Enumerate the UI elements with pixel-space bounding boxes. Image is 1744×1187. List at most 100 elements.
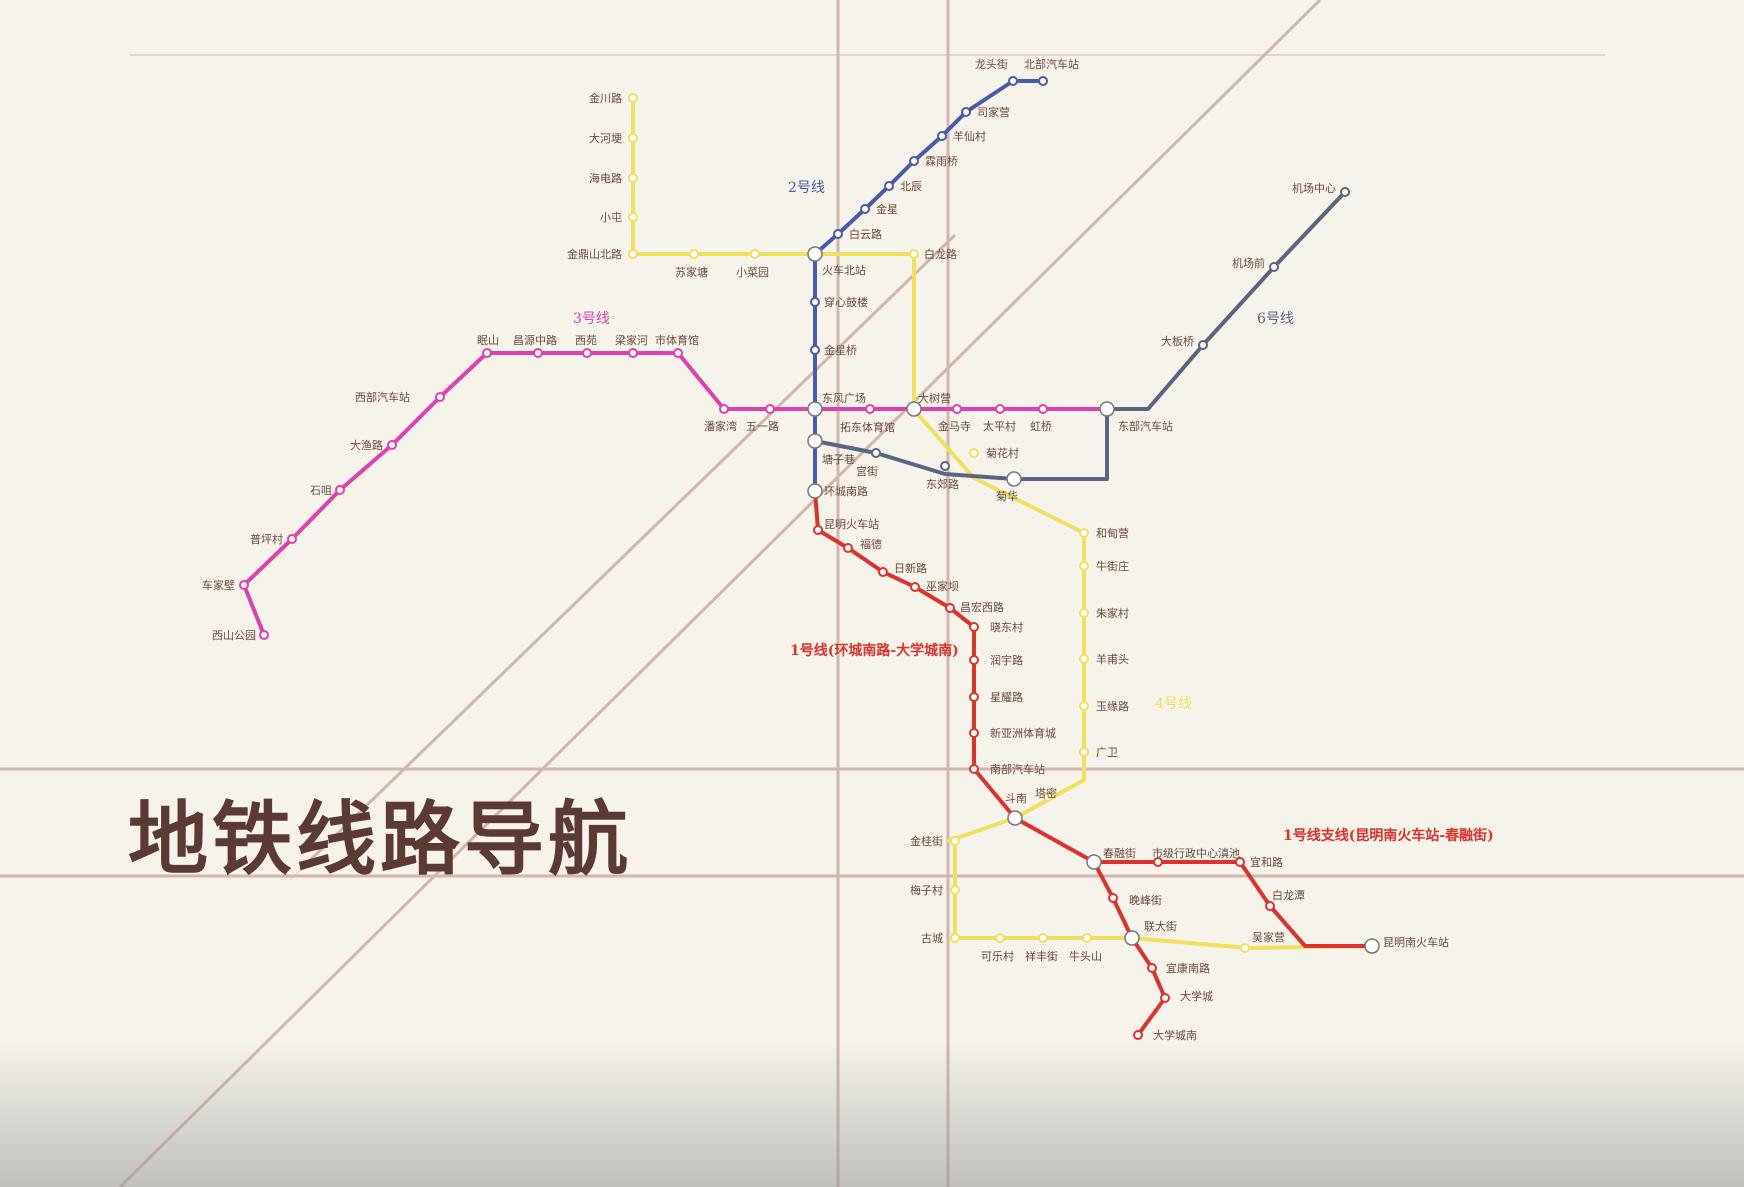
station-marker[interactable] — [1108, 893, 1118, 903]
station-marker[interactable] — [810, 345, 820, 355]
station-label: 小菜园 — [736, 266, 769, 279]
station-marker[interactable] — [995, 404, 1005, 414]
station-marker[interactable] — [628, 212, 638, 222]
station-marker[interactable] — [961, 107, 971, 117]
station-marker[interactable] — [689, 249, 699, 259]
station-marker[interactable] — [335, 485, 345, 495]
transfer-station[interactable] — [1007, 810, 1023, 826]
station-label: 火车北站 — [822, 263, 866, 277]
transfer-station[interactable] — [1086, 854, 1102, 870]
station-marker[interactable] — [1079, 654, 1089, 664]
station-label: 白龙路 — [924, 247, 957, 261]
station-marker[interactable] — [1133, 1030, 1143, 1040]
transfer-station[interactable] — [1099, 401, 1115, 417]
transfer-station[interactable] — [1006, 471, 1022, 487]
station-marker[interactable] — [860, 204, 870, 214]
station-marker[interactable] — [719, 404, 729, 414]
station-marker[interactable] — [1235, 857, 1245, 867]
transfer-station[interactable] — [1364, 938, 1380, 954]
station-marker[interactable] — [810, 297, 820, 307]
station-label: 车家壁 — [202, 578, 235, 592]
transfer-station[interactable] — [807, 483, 823, 499]
station-marker[interactable] — [1079, 747, 1089, 757]
station-marker[interactable] — [871, 448, 881, 458]
station-marker[interactable] — [673, 348, 683, 358]
station-marker[interactable] — [1265, 901, 1275, 911]
station-marker[interactable] — [1340, 187, 1350, 197]
station-marker[interactable] — [950, 933, 960, 943]
station-marker[interactable] — [1147, 963, 1157, 973]
station-marker[interactable] — [582, 348, 592, 358]
station-marker[interactable] — [969, 764, 979, 774]
station-marker[interactable] — [969, 692, 979, 702]
station-marker[interactable] — [969, 622, 979, 632]
station-marker[interactable] — [1079, 561, 1089, 571]
station-marker[interactable] — [287, 534, 297, 544]
station-marker[interactable] — [878, 567, 888, 577]
station-marker[interactable] — [969, 728, 979, 738]
station-marker[interactable] — [909, 249, 919, 259]
station-label: 大树营 — [918, 391, 951, 405]
station-marker[interactable] — [628, 93, 638, 103]
station-marker[interactable] — [628, 348, 638, 358]
station-marker[interactable] — [1079, 528, 1089, 538]
station-marker[interactable] — [909, 156, 919, 166]
station-label: 小屯 — [600, 211, 622, 224]
station-marker[interactable] — [1038, 933, 1048, 943]
station-marker[interactable] — [1240, 943, 1250, 953]
station-marker[interactable] — [937, 131, 947, 141]
station-marker[interactable] — [1038, 76, 1048, 86]
station-marker[interactable] — [1082, 933, 1092, 943]
station-marker[interactable] — [533, 348, 543, 358]
transfer-station[interactable] — [807, 433, 823, 449]
station-marker[interactable] — [387, 440, 397, 450]
transfer-station[interactable] — [807, 246, 823, 262]
station-marker[interactable] — [765, 404, 775, 414]
station-marker[interactable] — [482, 348, 492, 358]
station-marker[interactable] — [940, 461, 950, 471]
station-label: 大渔路 — [350, 438, 383, 452]
station-marker[interactable] — [1038, 404, 1048, 414]
station-label: 昆明火车站 — [824, 517, 879, 531]
station-marker[interactable] — [910, 582, 920, 592]
station-marker[interactable] — [259, 630, 269, 640]
station-marker[interactable] — [995, 933, 1005, 943]
station-marker[interactable] — [945, 603, 955, 613]
station-marker[interactable] — [1079, 608, 1089, 618]
line-6 — [814, 190, 1347, 481]
station-label: 南部汽车站 — [990, 762, 1045, 776]
station-label: 梅子村 — [910, 883, 943, 897]
station-marker[interactable] — [750, 249, 760, 259]
station-marker[interactable] — [628, 249, 638, 259]
station-marker[interactable] — [813, 525, 823, 535]
station-marker[interactable] — [239, 580, 249, 590]
station-marker[interactable] — [952, 404, 962, 414]
station-marker[interactable] — [628, 133, 638, 143]
station-marker[interactable] — [950, 885, 960, 895]
station-label: 大板桥 — [1161, 334, 1194, 348]
station-marker[interactable] — [969, 448, 979, 458]
station-marker[interactable] — [1160, 993, 1170, 1003]
station-marker[interactable] — [628, 173, 638, 183]
station-marker[interactable] — [435, 392, 445, 402]
station-marker[interactable] — [950, 836, 960, 846]
station-marker[interactable] — [969, 655, 979, 665]
station-label: 大学城 — [1180, 989, 1213, 1003]
station-marker[interactable] — [1008, 76, 1018, 86]
transfer-station[interactable] — [906, 401, 922, 417]
station-label: 西苑 — [575, 334, 597, 347]
station-marker[interactable] — [884, 181, 894, 191]
station-marker[interactable] — [1269, 262, 1279, 272]
station-marker[interactable] — [1043, 792, 1053, 802]
transfer-station[interactable] — [1124, 930, 1140, 946]
station-label: 梁家河 — [615, 333, 648, 347]
transfer-station[interactable] — [807, 401, 823, 417]
station-marker[interactable] — [843, 543, 853, 553]
station-marker[interactable] — [833, 229, 843, 239]
station-labels: 金川路 大河埂 海电路 小屯 金鼎山北路 苏家塘 小菜园 火车北站 白龙路 龙头… — [202, 57, 1449, 1042]
station-marker[interactable] — [1079, 701, 1089, 711]
station-marker[interactable] — [1153, 857, 1163, 867]
station-marker[interactable] — [1198, 340, 1208, 350]
station-marker[interactable] — [865, 404, 875, 414]
